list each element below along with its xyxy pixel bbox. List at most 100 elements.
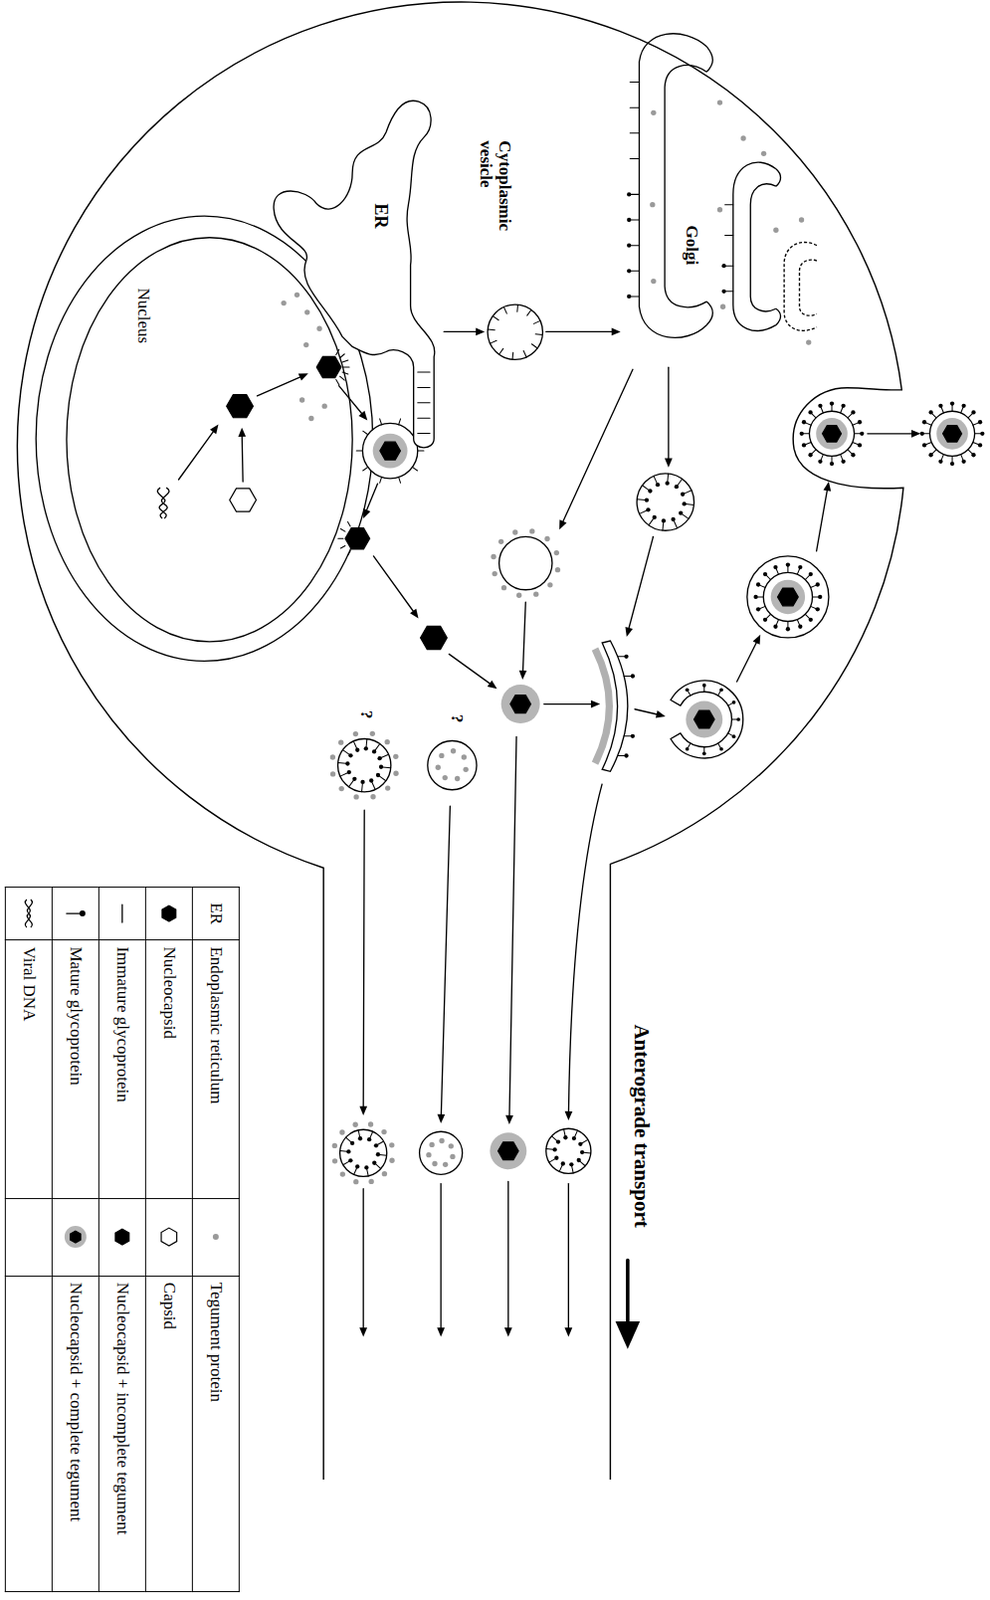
arrow-head: [487, 680, 498, 690]
tegument-dot: [544, 536, 550, 542]
glycoprotein: [504, 306, 508, 314]
connector-arrow: [443, 328, 485, 337]
glycoprotein-head: [364, 746, 369, 751]
glycoprotein: [820, 454, 823, 461]
glycoprotein-head: [702, 751, 707, 756]
glycoprotein: [417, 417, 430, 419]
tegument-layer: [936, 417, 969, 450]
glycoprotein: [925, 441, 932, 444]
glycoprotein: [968, 449, 973, 454]
glycoprotein: [757, 595, 764, 597]
mixed-vesicle: [338, 738, 392, 792]
glycoprotein: [766, 575, 771, 580]
arrow-head: [505, 1115, 514, 1125]
glycoprotein: [811, 449, 816, 454]
glycoprotein: [629, 157, 639, 159]
glycoprotein-head: [345, 761, 350, 766]
glycoprotein: [724, 233, 733, 235]
glycoprotein-head: [971, 409, 976, 414]
glycoprotein: [362, 467, 368, 472]
tegument-dot: [353, 793, 359, 799]
arrow-line: [628, 536, 654, 629]
glycoprotein: [661, 522, 664, 531]
arrow-line: [523, 601, 527, 673]
glycoprotein: [487, 328, 495, 331]
glycoprotein: [804, 441, 811, 444]
glycoprotein-head: [859, 431, 864, 436]
glycoprotein: [796, 619, 799, 626]
glycoprotein: [343, 367, 350, 369]
glycoprotein: [383, 766, 392, 769]
glycoprotein-head: [799, 431, 804, 436]
tegument-dot: [338, 739, 344, 745]
capsid-hexagon: [380, 441, 401, 460]
tegument-dot: [740, 135, 746, 141]
glycoprotein: [347, 551, 351, 557]
glycoprotein-vesicle: [546, 1128, 592, 1174]
glycoprotein-head: [369, 778, 374, 783]
glycoprotein: [687, 743, 691, 748]
tegument-dot: [389, 1142, 395, 1148]
legend-row: NucleocapsidCapsid: [145, 887, 193, 1592]
glycoprotein-head: [372, 749, 377, 754]
axis-label: Anterograde transport: [629, 1023, 653, 1227]
glycoprotein: [629, 81, 639, 83]
arrow-head: [655, 710, 666, 718]
glycoprotein-head: [961, 403, 966, 408]
arrow-head: [209, 424, 219, 435]
glycoprotein-head: [815, 582, 820, 587]
glycoprotein: [973, 441, 980, 444]
tegument-dot: [454, 776, 460, 782]
tegument-dot: [438, 1138, 444, 1144]
glycoprotein: [338, 538, 344, 540]
capsid-hexagon: [943, 425, 963, 442]
arrow-line: [507, 1182, 509, 1330]
glycoprotein-head: [721, 288, 726, 293]
glycoprotein-head: [922, 442, 927, 447]
glycoprotein: [975, 432, 982, 434]
glycoprotein: [342, 360, 349, 363]
glycoprotein: [552, 1136, 558, 1142]
glycoprotein: [417, 432, 430, 434]
arrow-head: [409, 608, 419, 619]
tegument-dot: [435, 765, 441, 771]
tegument-dot: [368, 1121, 374, 1127]
glycoprotein-head: [348, 1158, 353, 1163]
tegument-layer: [815, 417, 848, 450]
connector-line: [546, 331, 614, 333]
tegument-dot: [773, 226, 779, 232]
glycoprotein-head: [928, 452, 933, 457]
glycoprotein-head: [753, 594, 758, 599]
glycoprotein: [812, 595, 819, 597]
glycoprotein: [952, 404, 954, 411]
glycoprotein-head: [801, 442, 806, 447]
glycoprotein: [932, 413, 937, 418]
glycoprotein: [490, 340, 498, 344]
glycoprotein: [687, 691, 691, 696]
glycoprotein: [493, 315, 500, 320]
capsid-hexagon: [229, 488, 257, 512]
arrow-line: [568, 784, 602, 1114]
glycoprotein-head: [577, 1158, 582, 1163]
glycoprotein-head: [377, 756, 382, 761]
glycoprotein: [340, 1150, 348, 1153]
legend-entry: Nucleocapsid + complete tegument: [66, 1282, 86, 1522]
legend-symbol: [153, 1214, 186, 1259]
glycoprotein: [411, 467, 417, 472]
glycoprotein-head: [644, 498, 649, 503]
glycoprotein-head: [719, 747, 724, 752]
glycoprotein-head: [626, 293, 631, 298]
golgi-cisterna: [750, 183, 777, 311]
glycoprotein-head: [786, 562, 791, 567]
glycoprotein: [366, 739, 369, 748]
glycoprotein-head: [732, 700, 737, 705]
glycoprotein-head: [572, 1136, 577, 1141]
legend-sample: [5, 887, 53, 941]
glycoprotein: [852, 422, 859, 425]
glycoprotein-head: [350, 1141, 355, 1146]
glycoprotein-head: [569, 1162, 574, 1167]
capsid-hexagon: [498, 1142, 520, 1161]
glycoprotein-head: [346, 1149, 351, 1154]
glycoprotein: [731, 718, 737, 720]
glycoprotein: [617, 655, 625, 657]
